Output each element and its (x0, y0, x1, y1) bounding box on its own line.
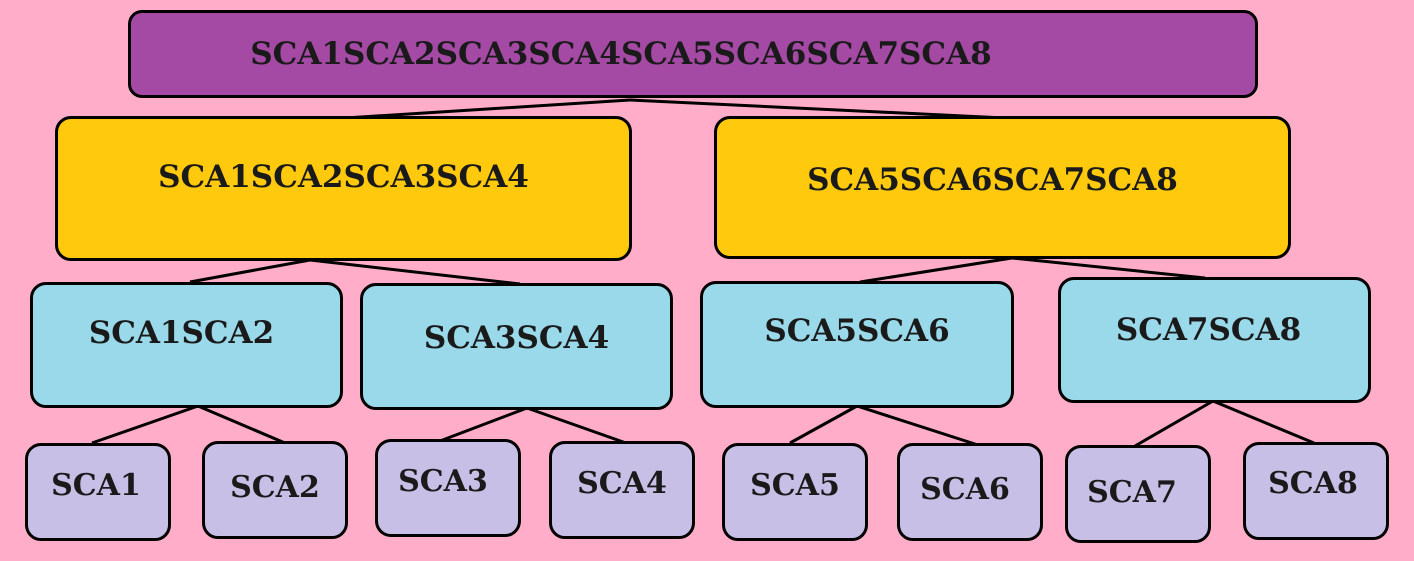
node-sca8: SCA8 (1243, 442, 1389, 540)
node-sca3-4: SCA3SCA4 (360, 283, 673, 410)
node-sca5-8: SCA5SCA6SCA7SCA8 (714, 116, 1291, 259)
edge-l2-1-b (197, 404, 286, 445)
node-label: SCA4 (577, 465, 667, 501)
node-label: SCA1SCA2 (88, 315, 275, 351)
edge-root-right (629, 98, 1006, 120)
node-sca4: SCA4 (549, 441, 695, 539)
node-sca7-8: SCA7SCA8 (1058, 277, 1371, 403)
node-label: SCA3SCA4 (423, 319, 610, 356)
edge-l2-4-a (1134, 399, 1214, 448)
node-label: SCA7 (1087, 474, 1177, 510)
edge-l2-1-a (91, 404, 199, 445)
node-sca1: SCA1 (25, 443, 171, 541)
node-sca1-2: SCA1SCA2 (30, 282, 343, 408)
node-root: SCA1SCA2SCA3SCA4SCA5SCA6SCA7SCA8 (128, 10, 1258, 98)
edge-l2-2-a (439, 406, 528, 443)
edge-l2-3-b (856, 404, 979, 447)
node-label: SCA1 (51, 467, 141, 503)
node-label: SCA1SCA2SCA3SCA4 (158, 158, 529, 195)
node-label: SCA3 (398, 463, 488, 499)
node-label: SCA7SCA8 (1115, 312, 1302, 348)
node-sca5-6: SCA5SCA6 (700, 281, 1014, 408)
edge-l2-4-b (1212, 399, 1315, 445)
edge-root-left (344, 98, 631, 120)
edge-l2-2-b (526, 406, 627, 445)
node-sca1-4: SCA1SCA2SCA3SCA4 (55, 116, 632, 261)
node-label: SCA5SCA6SCA7SCA8 (807, 161, 1178, 198)
edge-l1-right-a (859, 256, 1013, 284)
edge-l1-left-b (309, 258, 521, 286)
node-label: SCA5 (750, 467, 840, 503)
edge-l1-left-a (189, 258, 311, 284)
node-sca7: SCA7 (1065, 445, 1211, 543)
node-sca6: SCA6 (897, 443, 1043, 541)
node-sca5: SCA5 (722, 443, 868, 541)
edge-l2-3-a (789, 404, 858, 445)
node-label: SCA8 (1268, 465, 1358, 501)
edge-l1-right-b (1011, 256, 1206, 280)
node-sca3: SCA3 (375, 439, 521, 537)
node-label: SCA2 (230, 469, 320, 505)
node-label: SCA6 (920, 471, 1010, 507)
node-label: SCA5SCA6 (764, 312, 950, 349)
node-label: SCA1SCA2SCA3SCA4SCA5SCA6SCA7SCA8 (250, 36, 992, 72)
node-sca2: SCA2 (202, 441, 348, 539)
